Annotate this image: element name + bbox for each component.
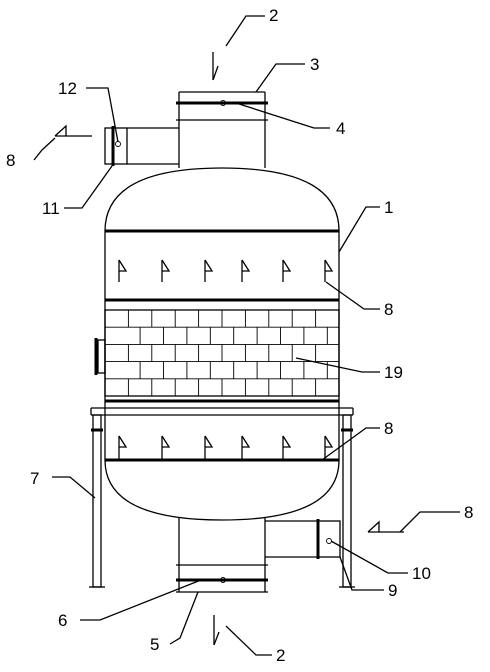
label-8-lower: 8 — [384, 419, 393, 438]
upper-nozzle — [161, 259, 171, 282]
side-flange — [94, 338, 106, 375]
support-leg-right — [339, 414, 355, 588]
lower-nozzle — [324, 435, 334, 460]
upper-nozzle-row — [118, 259, 334, 282]
side-outlet-pipe — [104, 126, 179, 166]
support-ring — [90, 407, 354, 416]
label-2-top: 2 — [269, 6, 278, 25]
flow-arrow-right — [367, 520, 404, 533]
label-9: 9 — [388, 581, 397, 600]
label-1: 1 — [384, 198, 393, 217]
lower-nozzle — [161, 435, 171, 460]
upper-nozzle — [118, 259, 128, 282]
callout-labels: 2 3 4 12 8 11 1 8 19 8 8 7 10 9 6 5 2 — [6, 6, 473, 665]
label-11: 11 — [42, 199, 60, 218]
lower-nozzle — [241, 435, 251, 460]
top-inlet-valve — [220, 100, 226, 106]
label-7: 7 — [30, 469, 39, 488]
lower-nozzle — [118, 435, 128, 460]
top-inlet-pipe — [176, 91, 268, 168]
label-10: 10 — [412, 564, 431, 583]
lower-nozzle-row — [105, 435, 339, 462]
flow-arrow-left — [54, 124, 92, 137]
label-8-right: 8 — [464, 503, 473, 522]
label-8-upper: 8 — [384, 300, 393, 319]
leader-lines — [33, 15, 460, 656]
flow-arrow-top — [212, 52, 219, 81]
bottom-outlet-pipe — [176, 517, 268, 593]
label-2-bottom: 2 — [276, 646, 285, 665]
label-4: 4 — [336, 119, 345, 138]
packing-bricks — [105, 310, 339, 396]
support-leg-left — [89, 414, 105, 588]
label-12: 12 — [58, 79, 77, 98]
side-inlet-pipe — [265, 519, 341, 559]
lower-nozzle — [282, 435, 292, 460]
side-outlet-valve — [115, 141, 121, 147]
label-5: 5 — [150, 635, 159, 654]
side-inlet-valve — [326, 538, 332, 544]
label-3: 3 — [310, 55, 319, 74]
flow-arrow-bottom — [213, 615, 220, 646]
label-19: 19 — [384, 363, 403, 382]
upper-nozzle — [241, 259, 251, 282]
lower-nozzle — [204, 435, 214, 460]
upper-nozzle — [324, 259, 334, 282]
label-6: 6 — [58, 611, 67, 630]
packing-layer — [104, 298, 340, 403]
bottom-outlet-valve — [220, 577, 226, 583]
upper-nozzle — [282, 259, 292, 282]
upper-nozzle — [204, 259, 214, 282]
label-8-left: 8 — [6, 151, 15, 170]
